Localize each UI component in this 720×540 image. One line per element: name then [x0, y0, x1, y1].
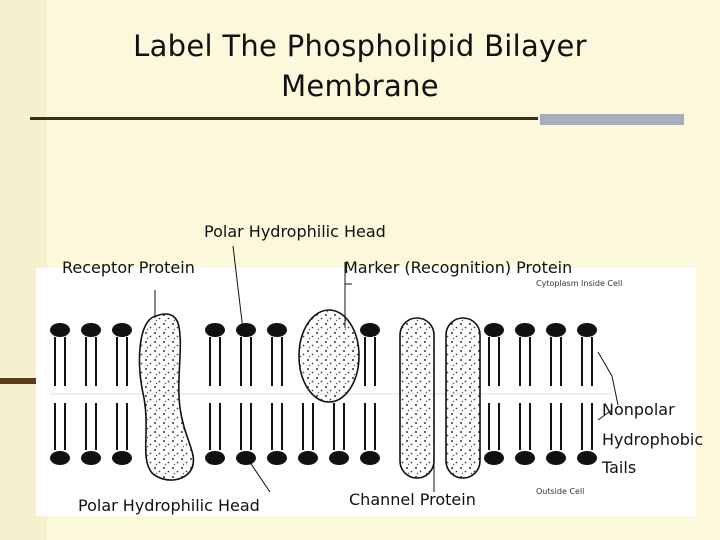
upper-polar-head [360, 323, 380, 337]
label-polar-head-top: Polar Hydrophilic Head [204, 222, 386, 241]
lower-polar-head [236, 451, 256, 465]
lower-polar-head [50, 451, 70, 465]
title-divider [30, 117, 538, 120]
label-receptor-protein: Receptor Protein [62, 258, 195, 277]
lower-polar-head [329, 451, 349, 465]
lower-polar-head [484, 451, 504, 465]
upper-polar-head [577, 323, 597, 337]
upper-polar-head [50, 323, 70, 337]
label-channel-protein: Channel Protein [349, 490, 476, 509]
title-divider-accent [540, 114, 684, 125]
lower-polar-head [205, 451, 225, 465]
lower-polar-head [577, 451, 597, 465]
lower-polar-head [267, 451, 287, 465]
label-marker-protein: Marker (Recognition) Protein [344, 258, 573, 277]
lower-polar-head [515, 451, 535, 465]
receptor-protein-shape [138, 313, 195, 481]
upper-polar-head [81, 323, 101, 337]
upper-tail-row [54, 337, 593, 386]
lower-head-row [50, 451, 597, 465]
label-polar-head-bottom: Polar Hydrophilic Head [78, 496, 260, 515]
slide-title: Label The Phospholipid Bilayer Membrane [133, 29, 587, 103]
label-nonpolar-2: Hydrophobic [602, 430, 704, 449]
bilayer-diagram: Cytoplasm Inside Cell Outside Cell [50, 279, 622, 496]
upper-head-row [50, 323, 597, 337]
side-divider [0, 378, 40, 384]
upper-polar-head [236, 323, 256, 337]
upper-polar-head [205, 323, 225, 337]
upper-polar-head [546, 323, 566, 337]
upper-polar-head [484, 323, 504, 337]
lower-polar-head [112, 451, 132, 465]
upper-polar-head [112, 323, 132, 337]
lower-polar-head [360, 451, 380, 465]
channel-protein-right [445, 317, 481, 479]
label-nonpolar-3: Tails [602, 458, 637, 477]
upper-polar-head [515, 323, 535, 337]
upper-polar-head [267, 323, 287, 337]
lower-tail-row [54, 403, 593, 450]
channel-protein-left [399, 317, 435, 479]
cytoplasm-caption: Cytoplasm Inside Cell [536, 279, 622, 288]
label-nonpolar-1: Nonpolar [602, 400, 675, 419]
protein-group [138, 309, 481, 481]
lower-polar-head [81, 451, 101, 465]
lower-polar-head [546, 451, 566, 465]
lower-polar-head [298, 451, 318, 465]
marker-protein-shape [298, 309, 360, 403]
outside-cell-caption: Outside Cell [536, 487, 584, 496]
